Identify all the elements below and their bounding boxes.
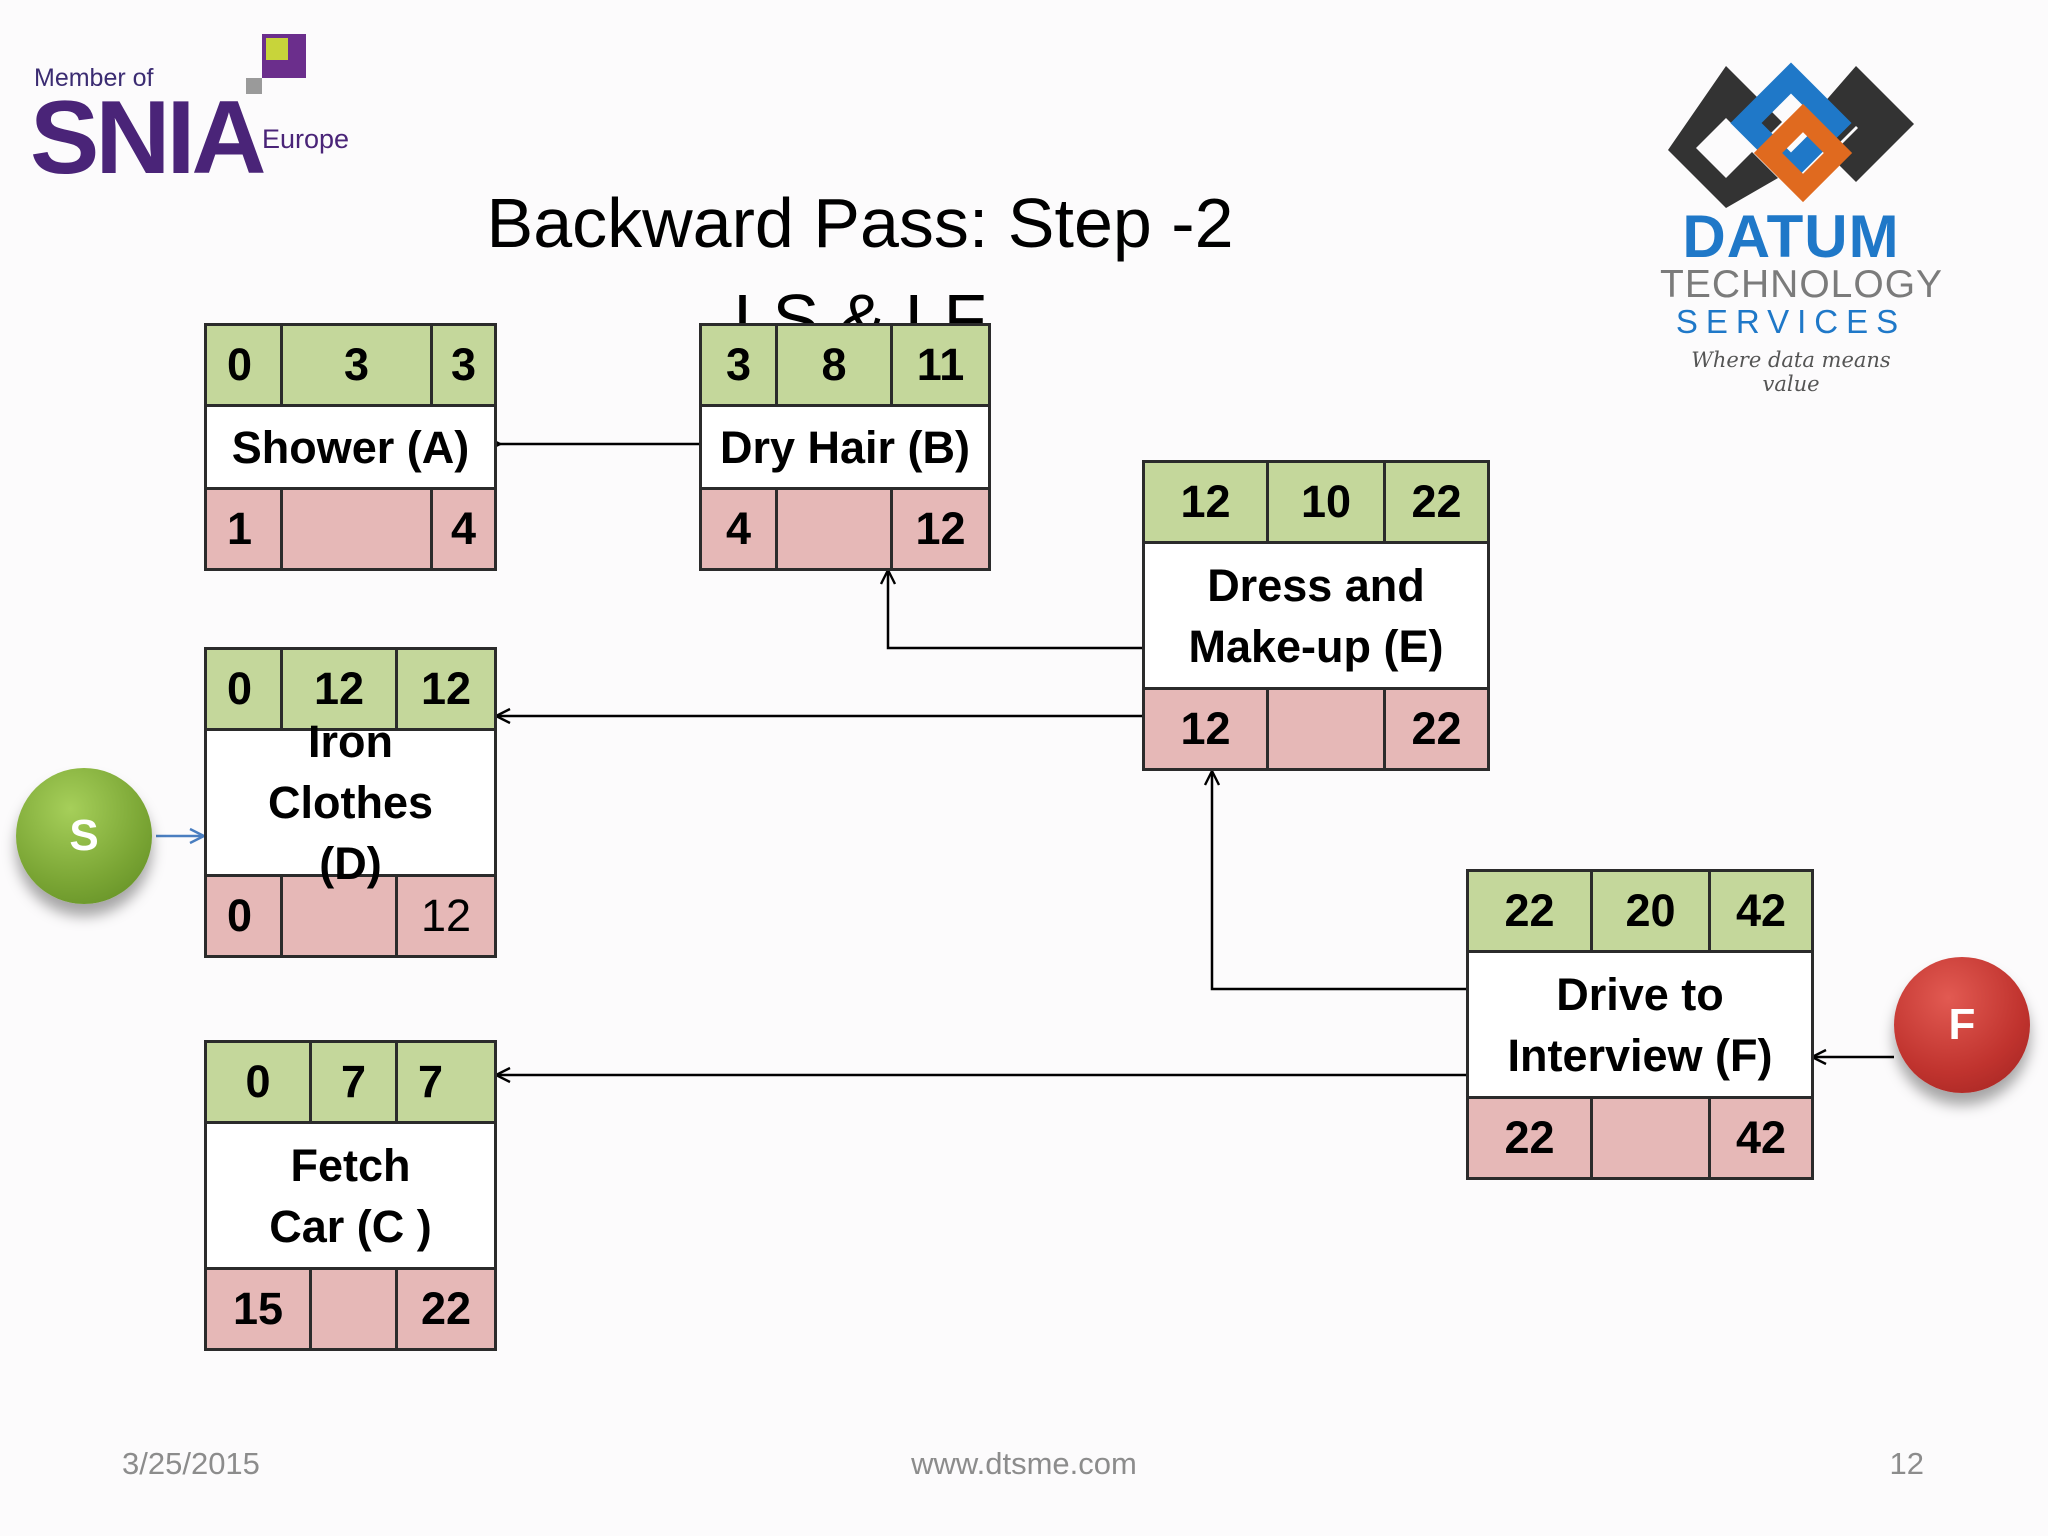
node-a-duration: 3 bbox=[280, 326, 430, 404]
node-f-ls: 22 bbox=[1504, 1112, 1555, 1163]
datum-tagline: Where data means value bbox=[1691, 348, 1891, 396]
node-b-ls: 4 bbox=[725, 503, 752, 554]
node-a-label: Shower (A) bbox=[231, 421, 470, 473]
snia-member-text: Member of bbox=[34, 64, 154, 92]
node-d-lf: 12 bbox=[395, 877, 494, 955]
node-a-ef: 3 bbox=[430, 326, 494, 404]
node-f-slack bbox=[1590, 1099, 1708, 1177]
node-d-slack bbox=[280, 877, 395, 955]
node-c-duration: 7 bbox=[309, 1043, 395, 1121]
node-f-late-row: 22 42 bbox=[1469, 1096, 1811, 1177]
node-c-ls: 15 bbox=[232, 1283, 284, 1334]
node-f-es: 22 bbox=[1504, 885, 1555, 936]
node-e-ef: 22 bbox=[1383, 463, 1487, 541]
node-fetch-car-c: 0 7 7 Fetch Car (C ) 15 22 bbox=[204, 1040, 497, 1351]
node-b-late-row: 4 12 bbox=[702, 487, 988, 568]
arrowhead-f-to-e bbox=[1203, 768, 1221, 786]
node-c-late-row: 15 22 bbox=[207, 1267, 494, 1348]
node-b-early-row: 3 8 11 bbox=[702, 326, 988, 407]
start-node: S bbox=[16, 768, 152, 904]
node-e-label: Dress and Make-up (E) bbox=[1188, 559, 1444, 672]
snia-logo: Member of SNIA Europe bbox=[0, 0, 360, 190]
node-f-duration: 20 bbox=[1590, 872, 1708, 950]
node-iron-clothes-d: 0 12 12 Iron Clothes (D) 0 12 bbox=[204, 647, 497, 958]
node-c-ef: 7 bbox=[395, 1043, 494, 1121]
snia-name: SNIA bbox=[30, 80, 266, 196]
node-f-lf: 42 bbox=[1708, 1099, 1811, 1177]
node-a-late-row: 1 4 bbox=[207, 487, 494, 568]
node-e-late-row: 12 22 bbox=[1145, 687, 1487, 768]
node-e-duration: 10 bbox=[1266, 463, 1383, 541]
datum-logo-mark bbox=[1668, 62, 1914, 208]
node-c-label: Fetch Car (C ) bbox=[269, 1139, 432, 1252]
node-f-early-row: 22 20 42 bbox=[1469, 872, 1811, 953]
node-c-es: 0 bbox=[245, 1056, 271, 1107]
node-drive-interview-f: 22 20 42 Drive to Interview (F) 22 42 bbox=[1466, 869, 1814, 1180]
node-shower-a: 0 3 3 Shower (A) 1 4 bbox=[204, 323, 497, 571]
node-d-label: Iron Clothes (D) bbox=[267, 716, 433, 889]
node-b-label: Dry Hair (B) bbox=[719, 421, 971, 473]
node-b-lf: 12 bbox=[890, 490, 988, 568]
node-b-duration: 8 bbox=[775, 326, 890, 404]
datum-technology: TECHNOLOGY bbox=[1660, 263, 1944, 306]
node-c-lf: 22 bbox=[395, 1270, 494, 1348]
arrow-e-to-b bbox=[886, 572, 1144, 650]
datum-logo: DATUM TECHNOLOGY SERVICES Where data mea… bbox=[1640, 50, 1944, 396]
footer-page-number: 12 bbox=[1889, 1446, 1924, 1481]
node-b-ef: 11 bbox=[890, 326, 988, 404]
node-a-es: 0 bbox=[227, 339, 253, 390]
node-b-slack bbox=[775, 490, 890, 568]
node-dry-hair-b: 3 8 11 Dry Hair (B) 4 12 bbox=[699, 323, 991, 571]
node-e-ls: 12 bbox=[1180, 703, 1231, 754]
node-d-late-row: 0 12 bbox=[207, 874, 494, 955]
node-a-lf: 4 bbox=[430, 490, 494, 568]
datum-name: DATUM bbox=[1682, 203, 1900, 270]
footer-date: 3/25/2015 bbox=[122, 1446, 260, 1481]
snia-logo-mark-accent bbox=[266, 38, 288, 60]
node-f-ef: 42 bbox=[1708, 872, 1811, 950]
finish-node: F bbox=[1894, 957, 2030, 1093]
node-c-early-row: 0 7 7 bbox=[207, 1043, 494, 1124]
node-e-es: 12 bbox=[1180, 476, 1231, 527]
footer-website: www.dtsme.com bbox=[911, 1446, 1137, 1481]
node-a-slack bbox=[280, 490, 430, 568]
node-d-ls: 0 bbox=[227, 890, 253, 941]
datum-services: SERVICES bbox=[1675, 303, 1907, 340]
node-dress-makeup-e: 12 10 22 Dress and Make-up (E) 12 22 bbox=[1142, 460, 1490, 771]
snia-logo-mark-gray bbox=[246, 78, 262, 94]
node-d-early-row: 0 12 12 bbox=[207, 650, 494, 731]
node-e-lf: 22 bbox=[1383, 690, 1487, 768]
arrow-f-to-e bbox=[1210, 771, 1468, 991]
node-d-ef: 12 bbox=[395, 650, 494, 728]
node-b-es: 3 bbox=[725, 339, 752, 390]
node-a-ls: 1 bbox=[227, 503, 253, 554]
node-d-es: 0 bbox=[227, 663, 253, 714]
node-c-slack bbox=[309, 1270, 395, 1348]
node-d-duration: 12 bbox=[280, 650, 395, 728]
node-e-slack bbox=[1266, 690, 1383, 768]
node-e-early-row: 12 10 22 bbox=[1145, 463, 1487, 544]
node-a-early-row: 0 3 3 bbox=[207, 326, 494, 407]
slide-title: Backward Pass: Step -2 bbox=[486, 184, 1234, 262]
snia-region: Europe bbox=[262, 124, 350, 154]
node-f-label: Drive to Interview (F) bbox=[1507, 968, 1773, 1081]
